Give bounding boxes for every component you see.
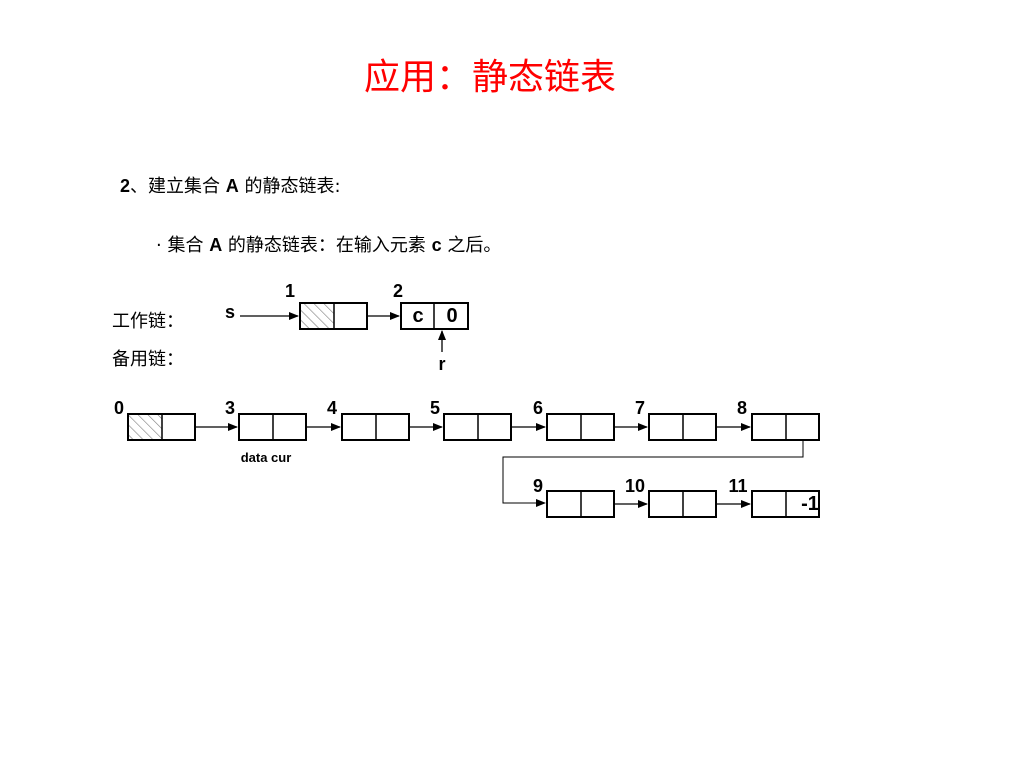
work-node-2: c 0 2 — [393, 281, 469, 330]
spare-node-10: 10 — [625, 476, 717, 518]
node-index-label: 11 — [728, 476, 747, 496]
work-chain-label: 工作链： — [112, 311, 184, 332]
bullet-text-pre: 集合 — [167, 235, 210, 256]
node-cur-value: 0 — [446, 305, 457, 327]
section-text-post: 的静态链表: — [238, 176, 341, 197]
bullet-element: c — [431, 235, 442, 255]
node-index-label: 8 — [737, 398, 747, 418]
bullet-set-name: A — [209, 235, 223, 255]
bullet-marker: · — [156, 235, 162, 256]
bullet-line: · 集合 A 的静态链表：在输入元素 c 之后。 — [156, 231, 501, 257]
field-caption: data cur — [241, 450, 292, 465]
tail-pointer-label: r — [438, 354, 445, 374]
spare-node-5: 5 — [430, 398, 512, 441]
node-data-value: c — [412, 305, 423, 327]
node-index-label: 9 — [533, 476, 543, 496]
bullet-text-post: 之后。 — [441, 235, 502, 256]
node-index-label: 0 — [114, 398, 124, 418]
spare-chain-row-2: 9 10 -1 11 — [533, 476, 820, 518]
work-node-1: 1 — [285, 281, 368, 330]
spare-node-9: 9 — [533, 476, 615, 518]
node-index-label: 5 — [430, 398, 440, 418]
wrap-link-arrow — [502, 440, 804, 507]
node-index-label: 7 — [635, 398, 645, 418]
node-index-label: 2 — [393, 281, 403, 301]
spare-node-0: 0 — [114, 398, 196, 441]
node-data-cell-hatched — [300, 303, 334, 329]
node-index-label: 6 — [533, 398, 543, 418]
bullet-text-mid: 的静态链表：在输入元素 — [222, 235, 432, 256]
spare-node-7: 7 — [635, 398, 717, 441]
node-cur-value: -1 — [801, 493, 819, 515]
head-pointer-label: s — [225, 302, 235, 322]
spare-node-6: 6 — [533, 398, 615, 441]
spare-node-3: 3 — [225, 398, 307, 441]
section-set-name: A — [225, 176, 239, 196]
spare-node-4: 4 — [327, 398, 410, 441]
node-index-label: 10 — [625, 476, 645, 496]
node-data-cell-hatched — [128, 414, 162, 440]
node-index-label: 4 — [327, 398, 337, 418]
section-heading: 2、建立集合 A 的静态链表: — [120, 172, 341, 198]
spare-chain-label: 备用链： — [112, 349, 184, 370]
work-chain: 1 c 0 2 s r — [225, 281, 469, 374]
section-text-pre: 、建立集合 — [130, 176, 226, 197]
node-index-label: 1 — [285, 281, 295, 301]
spare-chain-row-1: 0 3 4 5 6 7 — [114, 398, 820, 465]
spare-node-11: -1 11 — [728, 476, 820, 518]
section-number: 2 — [120, 176, 131, 196]
slide-title: 应用：静态链表 — [363, 57, 616, 98]
node-index-label: 3 — [225, 398, 235, 418]
spare-node-8: 8 — [737, 398, 820, 441]
